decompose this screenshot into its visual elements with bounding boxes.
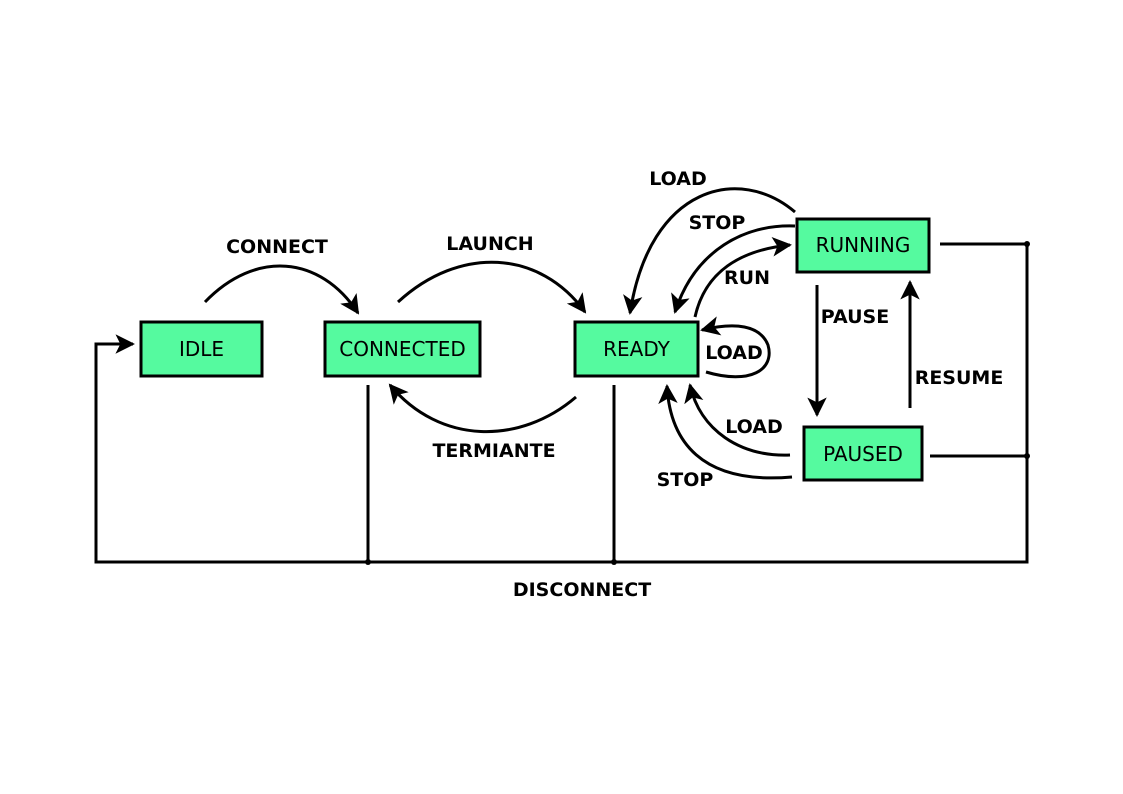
state-paused-label: PAUSED: [823, 442, 903, 466]
junction-dot: [365, 559, 371, 565]
launch-arrow: [396, 260, 587, 314]
stop-paused-to-ready-label: STOP: [657, 469, 714, 491]
run-arrow: [693, 237, 792, 318]
state-ready-label: READY: [603, 337, 671, 361]
stop-running-to-ready-arrow: [671, 224, 796, 314]
state-connected-label: CONNECTED: [339, 337, 465, 361]
load-self-loop-arrow: [700, 316, 771, 379]
terminate-label: TERMIANTE: [432, 440, 555, 462]
connect-label: CONNECT: [226, 236, 328, 258]
state-idle: IDLE: [139, 320, 264, 378]
launch-label: LAUNCH: [446, 233, 533, 255]
stop-paused-to-ready-arrow: [658, 384, 793, 480]
state-idle-label: IDLE: [179, 337, 224, 361]
state-connected: CONNECTED: [323, 320, 482, 378]
junction-dot: [1024, 453, 1030, 459]
resume-label: RESUME: [915, 367, 1004, 389]
run-label: RUN: [724, 267, 770, 289]
load-running-to-ready-label: LOAD: [649, 168, 707, 190]
load-paused-to-ready-arrow: [684, 383, 791, 457]
state-ready: READY: [573, 320, 700, 378]
state-running: RUNNING: [795, 217, 931, 274]
state-running-label: RUNNING: [816, 233, 911, 257]
junction-dot: [1024, 241, 1030, 247]
disconnect-label: DISCONNECT: [513, 579, 651, 601]
disconnect-bus-line: [94, 242, 1029, 564]
load-self-label: LOAD: [705, 342, 763, 364]
load-running-to-ready-arrow: [623, 187, 796, 315]
load-paused-to-ready-label: LOAD: [725, 416, 783, 438]
junction-dot: [611, 559, 617, 565]
stop-running-to-ready-label: STOP: [689, 212, 746, 234]
terminate-arrow: [388, 383, 577, 433]
pause-label: PAUSE: [821, 306, 889, 328]
state-paused: PAUSED: [802, 425, 924, 482]
connect-arrow: [203, 264, 360, 315]
